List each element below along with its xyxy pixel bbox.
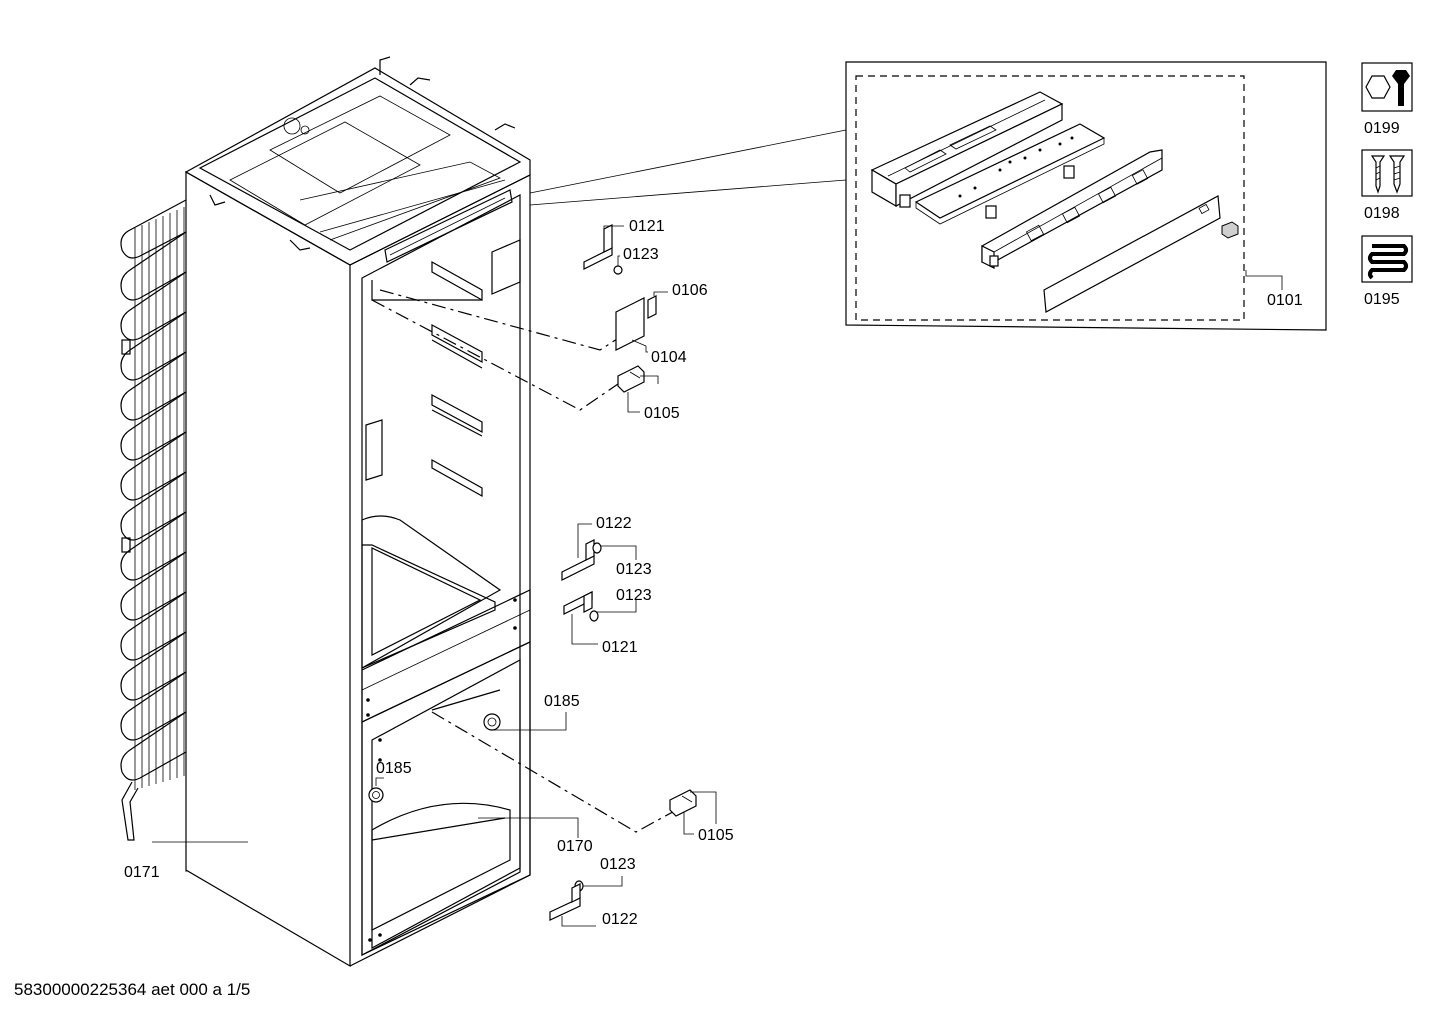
callout-0106: 0106 [672, 282, 708, 299]
callout-0123: 0123 [616, 561, 652, 578]
callout-0105: 0105 [698, 827, 734, 844]
icon-label-0195: 0195 [1364, 291, 1400, 308]
callout-0171: 0171 [124, 864, 160, 881]
callout-0123: 0123 [616, 587, 652, 604]
heating-coil-icon [1361, 235, 1413, 283]
callout-0121: 0121 [602, 639, 638, 656]
small-parts [368, 224, 697, 921]
service-icons [1361, 62, 1413, 283]
callout-0122: 0122 [602, 911, 638, 928]
control-module-inset [529, 61, 1327, 331]
icon-label-0198: 0198 [1364, 205, 1400, 222]
callout-0121: 0121 [629, 218, 665, 235]
leader-lines [152, 225, 1283, 927]
fridge-cabinet [184, 56, 531, 968]
callout-0185: 0185 [544, 693, 580, 710]
condenser-coil [120, 199, 187, 841]
callout-0104: 0104 [651, 349, 687, 366]
callout-0123: 0123 [623, 246, 659, 263]
callout-0101: 0101 [1267, 292, 1303, 309]
callout-0123: 0123 [600, 856, 636, 873]
document-id: 58300000225364 aet 000 a 1/5 [14, 980, 251, 999]
callout-0170: 0170 [557, 838, 593, 855]
callout-0122: 0122 [596, 515, 632, 532]
callout-0185: 0185 [376, 760, 412, 777]
screws-icon [1361, 149, 1413, 197]
callout-0105: 0105 [644, 405, 680, 422]
wrench-nut-icon [1361, 62, 1413, 112]
assembly-lines [371, 289, 681, 833]
callout-labels: 0121 0123 0106 0104 0105 0122 0123 0123 … [124, 120, 1400, 928]
icon-label-0199: 0199 [1364, 120, 1400, 137]
